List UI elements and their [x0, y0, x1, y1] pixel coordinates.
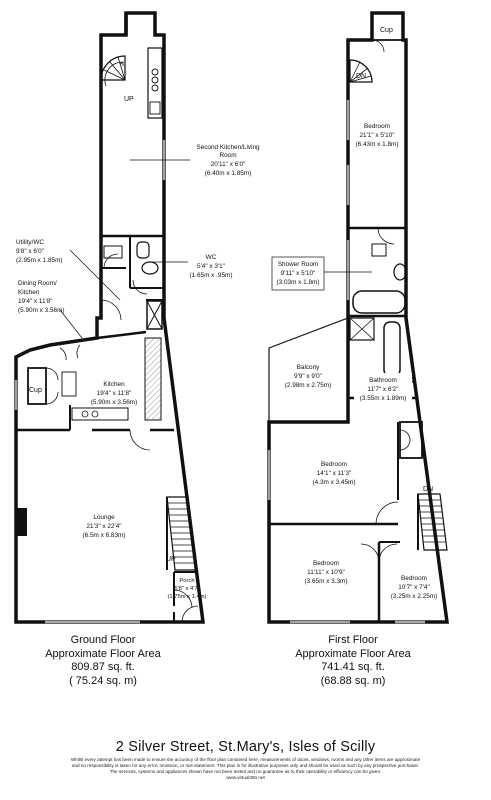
label-second-kitchen: Second Kitchen/Living Room 20'11" x 6'0"… — [130, 144, 260, 177]
label-ff-bedroom-top: Bedroom 21'1" x 5'10" (6.43m x 1.8m) — [356, 123, 399, 148]
svg-text:9'8" x 6'0": 9'8" x 6'0" — [16, 248, 44, 255]
svg-text:(3.65m x 3.3m): (3.65m x 3.3m) — [305, 578, 348, 585]
spiral-stair-first — [349, 59, 373, 83]
svg-text:(3.55m x 1.89m): (3.55m x 1.89m) — [360, 395, 407, 402]
svg-text:(6.40m x 1.85m): (6.40m x 1.85m) — [205, 170, 252, 177]
svg-text:(6.43m x 1.8m): (6.43m x 1.8m) — [356, 141, 399, 148]
svg-text:21'1" x 5'10": 21'1" x 5'10" — [359, 132, 394, 139]
stair-down-label-right: DN — [423, 486, 433, 493]
svg-text:5'4" x 3'1": 5'4" x 3'1" — [197, 263, 225, 270]
svg-text:9'9" x 9'0": 9'9" x 9'0" — [294, 373, 322, 380]
label-utility-wc: Utility/WC 9'8" x 6'0" (2.95m x 1.85m) — [16, 239, 121, 301]
first-floor-area-sqm: (68.88 sq. m) — [320, 674, 386, 687]
label-ff-bedroom-br: Bedroom 10'7" x 7'4" (3.25m x 2.25m) — [391, 575, 438, 600]
svg-text:(3.03m x 1.8m): (3.03m x 1.8m) — [277, 279, 320, 286]
disclaimer: Whilst every attempt has been made to en… — [6, 757, 485, 781]
svg-text:Kitchen: Kitchen — [18, 289, 40, 296]
svg-text:(5.90m x 3.56m): (5.90m x 3.56m) — [18, 307, 65, 314]
svg-text:Utility/WC: Utility/WC — [16, 239, 44, 246]
property-address: 2 Silver Street, St.Mary's, Isles of Sci… — [115, 739, 376, 755]
first-floor-subtitle: Approximate Floor Area — [295, 647, 411, 660]
first-floor-staircase — [417, 493, 448, 551]
svg-text:Bedroom: Bedroom — [321, 461, 347, 468]
svg-text:(2.95m x 1.85m): (2.95m x 1.85m) — [16, 257, 63, 264]
svg-text:Shower Room: Shower Room — [278, 261, 319, 268]
label-wc: WC 5'4" x 3'1" (1.65m x .95m) — [152, 254, 232, 279]
svg-text:20'11" x 6'0": 20'11" x 6'0" — [211, 161, 246, 168]
gf-cupboard-label: Cup — [29, 387, 42, 394]
ground-floor-area-sqft: 809.87 sq. ft. — [71, 661, 135, 673]
svg-text:(5.90m x 3.56m): (5.90m x 3.56m) — [91, 399, 138, 406]
spiral-stair-ground — [100, 55, 126, 87]
svg-text:Bedroom: Bedroom — [313, 560, 339, 567]
svg-text:(4.3m x 3.45m): (4.3m x 3.45m) — [313, 479, 356, 486]
svg-text:Bedroom: Bedroom — [401, 575, 427, 582]
svg-text:9'11" x 5'10": 9'11" x 5'10" — [281, 270, 316, 277]
stair-up-label-lounge: UP — [166, 556, 176, 563]
ground-floor-caption: Ground Floor Approximate Floor Area 809.… — [18, 634, 188, 688]
svg-text:5'8" x 4'7": 5'8" x 4'7" — [174, 586, 199, 592]
ground-floor-area-sqm: ( 75.24 sq. m) — [69, 674, 137, 687]
ground-floor-outline — [14, 11, 205, 624]
label-balcony: Balcony 9'9" x 9'0" (2.98m x 2.75m) — [285, 364, 332, 389]
svg-text:10'7" x 7'4": 10'7" x 7'4" — [398, 584, 430, 591]
svg-text:Bathroom: Bathroom — [369, 377, 397, 384]
svg-text:Balcony: Balcony — [297, 364, 321, 371]
svg-text:(1.75m x 1.4m): (1.75m x 1.4m) — [168, 594, 207, 600]
label-ff-bedroom-bl: Bedroom 11'11" x 10'9" (3.65m x 3.3m) — [305, 560, 348, 585]
svg-text:11'7" x 6'2": 11'7" x 6'2" — [367, 386, 398, 393]
svg-text:(2.98m x 2.75m): (2.98m x 2.75m) — [285, 382, 332, 389]
svg-text:Second Kitchen/Living: Second Kitchen/Living — [196, 144, 260, 151]
disclaimer-line-1: Whilst every attempt has been made to en… — [70, 757, 421, 762]
svg-text:Bedroom: Bedroom — [364, 123, 390, 130]
stair-up-label-top: UP — [124, 96, 134, 103]
label-ff-bedroom-mid: Bedroom 14'1" x 11'3" (4.3m x 3.45m) — [313, 461, 356, 486]
first-floor-plan: Cup DN — [267, 11, 450, 624]
svg-text:Kitchen: Kitchen — [103, 381, 125, 388]
disclaimer-line-2: and no responsibility is taken for any e… — [71, 763, 420, 769]
first-floor-caption: First Floor Approximate Floor Area 741.4… — [268, 634, 438, 688]
svg-text:14'1" x 11'3": 14'1" x 11'3" — [317, 470, 352, 477]
label-porch: Porch 5'8" x 4'7" (1.75m x 1.4m) — [168, 578, 207, 600]
label-kitchen: Kitchen 19'4" x 11'8" (5.90m x 3.56m) — [91, 381, 138, 406]
disclaimer-line-3: The services, systems and appliances sho… — [109, 769, 382, 775]
svg-text:11'11" x 10'9": 11'11" x 10'9" — [307, 569, 345, 576]
first-floor-title: First Floor — [328, 634, 378, 646]
lounge-staircase — [166, 496, 197, 571]
svg-text:21'3" x 22'4": 21'3" x 22'4" — [86, 523, 121, 530]
label-bathroom: Bathroom 11'7" x 6'2" (3.55m x 1.89m) — [354, 373, 412, 402]
svg-text:Lounge: Lounge — [93, 514, 115, 521]
first-floor-area-sqft: 741.41 sq. ft. — [321, 661, 385, 673]
label-shower-room: Shower Room 9'11" x 5'10" (3.03m x 1.8m) — [271, 256, 372, 291]
label-lounge: Lounge 21'3" x 22'4" (6.5m x 6.83m) — [83, 514, 126, 539]
svg-text:WC: WC — [206, 254, 217, 261]
svg-text:(3.25m x 2.25m): (3.25m x 2.25m) — [391, 593, 438, 600]
svg-text:19'4" x 11'8": 19'4" x 11'8" — [97, 390, 132, 397]
svg-text:(1.65m x .95m): (1.65m x .95m) — [190, 272, 233, 279]
disclaimer-website: www.virtual360.net — [226, 775, 265, 781]
ff-cupboard-label: Cup — [380, 27, 393, 34]
ground-floor-subtitle: Approximate Floor Area — [45, 647, 161, 660]
svg-text:19'4" x 11'8": 19'4" x 11'8" — [18, 298, 53, 305]
svg-text:Porch: Porch — [179, 578, 194, 584]
svg-text:Room: Room — [219, 152, 236, 159]
label-dining-room: Dining Room/ Kitchen 19'4" x 11'8" (5.90… — [18, 280, 83, 339]
stair-down-label-top: DN — [356, 73, 366, 80]
svg-text:(6.5m x 6.83m): (6.5m x 6.83m) — [83, 532, 126, 539]
ground-floor-plan: UP Cup — [14, 11, 260, 624]
svg-text:Dining Room/: Dining Room/ — [18, 280, 57, 287]
ground-floor-title: Ground Floor — [70, 634, 136, 646]
